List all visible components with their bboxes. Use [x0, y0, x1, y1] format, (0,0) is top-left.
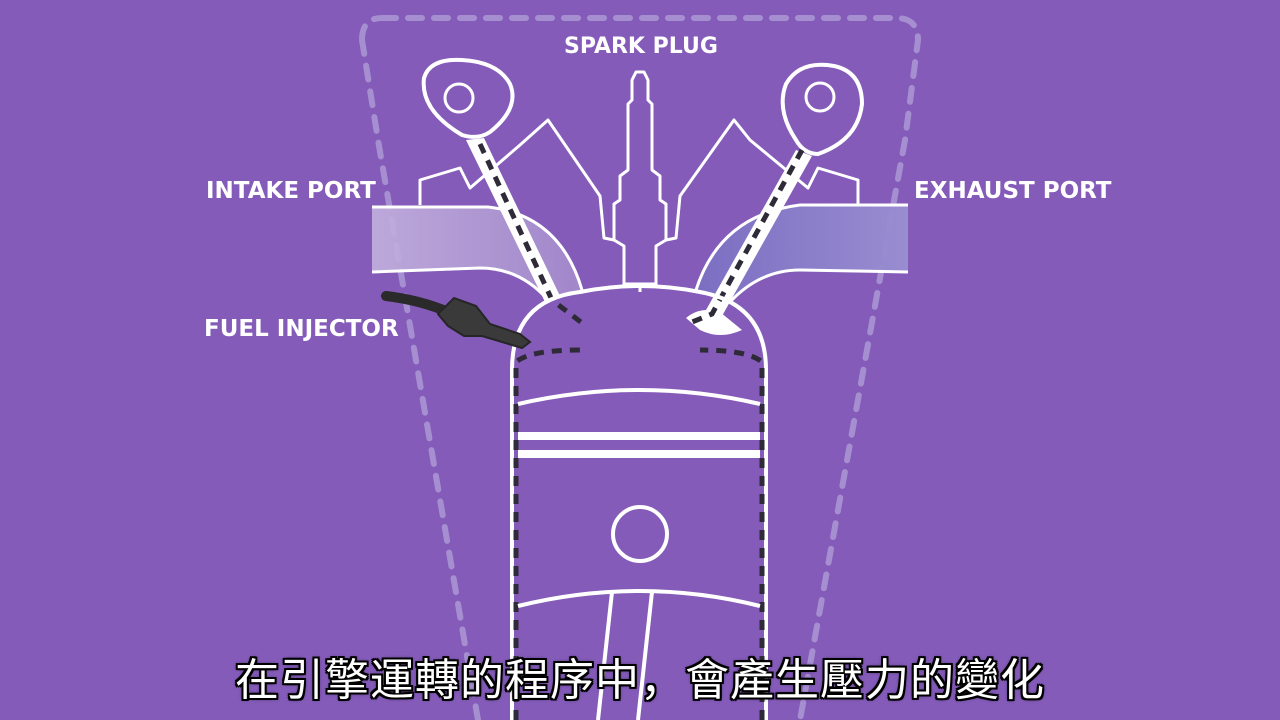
exhaust-cam-hub [804, 81, 836, 113]
exhaust-port-label: EXHAUST PORT [914, 178, 1112, 204]
exhaust-valve-dashed [691, 148, 805, 325]
piston-skirt [517, 589, 761, 608]
connecting-rod [596, 591, 654, 720]
fuel-injector-label: FUEL INJECTOR [204, 316, 399, 342]
exhaust-cam-lobe [780, 62, 865, 157]
piston-ring-2 [518, 450, 760, 458]
spark-plug-label: SPARK PLUG [564, 34, 718, 59]
intake-cam-hub [443, 82, 475, 114]
video-subtitle: 在引擎運轉的程序中，會產生壓力的變化 [235, 655, 1045, 706]
outer-dashed-boundary [359, 15, 922, 720]
intake-port-channel [372, 207, 582, 300]
piston-crown [517, 388, 761, 406]
intake-cam-lobe [421, 57, 515, 139]
piston-ring-1 [518, 432, 760, 440]
intake-port-label: INTAKE PORT [206, 178, 376, 204]
fuel-injector-body [436, 296, 532, 350]
cylinder-wall-dashed [513, 347, 765, 720]
spark-plug [612, 70, 668, 286]
exhaust-port-outline [694, 203, 909, 304]
combustion-chamber-dome [510, 284, 768, 720]
fuel-injector-hose [381, 291, 453, 317]
exhaust-port-channel [696, 205, 908, 302]
wrist-pin [611, 505, 669, 563]
